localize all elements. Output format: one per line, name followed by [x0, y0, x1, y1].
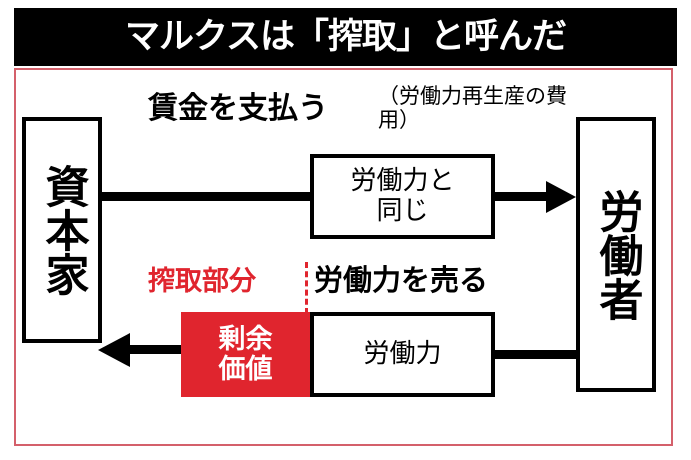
- worker-label: 労働者: [591, 188, 643, 321]
- capitalist-label: 資本家: [37, 164, 89, 296]
- surplus-value-box: 剰余 価値: [181, 312, 310, 397]
- worker-box: 労働者: [576, 117, 656, 392]
- surplus-line-2: 価値: [218, 353, 273, 385]
- sell-labor-power-label: 労働力を売る: [314, 263, 489, 297]
- capitalist-box: 資本家: [22, 117, 102, 343]
- arrow-head: [546, 181, 576, 213]
- labor-power-box: 労働力: [310, 312, 495, 397]
- surplus-value-arrow-icon: [98, 333, 183, 367]
- arrow-shaft: [491, 192, 553, 201]
- dashed-divider: [305, 262, 308, 314]
- equal-box-line-2: 同じ: [376, 195, 429, 226]
- pay-wages-label: 賃金を支払う: [148, 91, 328, 126]
- surplus-value-text: 剰余 価値: [218, 323, 273, 385]
- equal-to-labor-power-box: 労働力と 同じ: [310, 154, 495, 239]
- title-bar: マルクスは「搾取」と呼んだ: [14, 8, 677, 66]
- labor-power-text: 労働力: [363, 338, 442, 369]
- labor-power-connector-line: [491, 350, 580, 359]
- wage-connector-line: [100, 192, 314, 201]
- page-title: マルクスは「搾取」と呼んだ: [125, 16, 567, 57]
- pay-wages-arrow-icon: [491, 181, 580, 213]
- equal-box-line-1: 労働力と: [350, 166, 455, 197]
- arrow-head: [98, 333, 130, 367]
- equal-box-text: 労働力と 同じ: [350, 167, 454, 225]
- exploited-portion-label: 搾取部分: [148, 266, 256, 297]
- reproduction-cost-note: （労働力再生産の費用）: [378, 84, 567, 132]
- arrow-shaft: [125, 345, 183, 354]
- surplus-line-1: 剰余: [218, 323, 273, 355]
